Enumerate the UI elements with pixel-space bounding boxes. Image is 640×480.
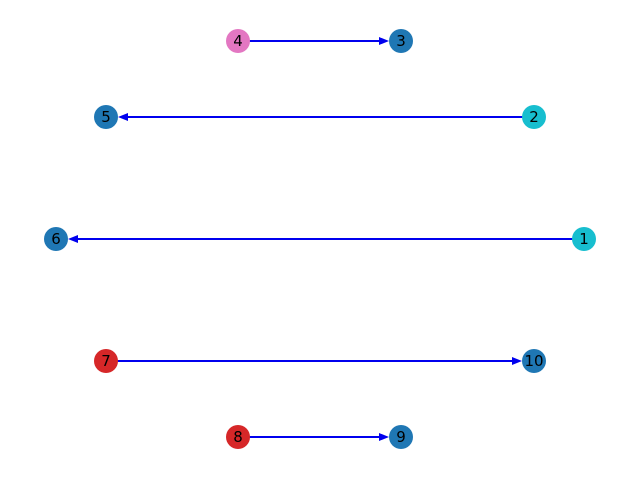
node-label: 8 [233, 428, 243, 446]
edge-8-to-9 [238, 433, 389, 441]
edge-arrowhead [68, 235, 78, 243]
node-10: 10 [522, 349, 546, 373]
node-7: 7 [94, 349, 118, 373]
edges-layer [68, 37, 584, 441]
edge-2-to-5 [118, 113, 534, 121]
node-circle [226, 29, 250, 53]
node-circle [226, 425, 250, 449]
node-5: 5 [94, 105, 118, 129]
node-label: 9 [396, 428, 406, 446]
edge-4-to-3 [238, 37, 389, 45]
node-label: 4 [233, 32, 243, 50]
node-4: 4 [226, 29, 250, 53]
node-label: 5 [101, 108, 111, 126]
edge-1-to-6 [68, 235, 584, 243]
node-2: 2 [522, 105, 546, 129]
node-circle [94, 105, 118, 129]
node-label: 1 [579, 230, 589, 248]
node-circle [44, 227, 68, 251]
node-8: 8 [226, 425, 250, 449]
node-6: 6 [44, 227, 68, 251]
node-label: 3 [396, 32, 406, 50]
node-circle [389, 425, 413, 449]
node-circle [389, 29, 413, 53]
node-circle [522, 105, 546, 129]
node-circle [572, 227, 596, 251]
node-9: 9 [389, 425, 413, 449]
edge-7-to-10 [106, 357, 522, 365]
node-circle [522, 349, 546, 373]
node-label: 7 [101, 352, 111, 370]
edge-arrowhead [512, 357, 522, 365]
node-1: 1 [572, 227, 596, 251]
node-label: 2 [529, 108, 539, 126]
node-circle [94, 349, 118, 373]
nodes-layer: 1 2 3 4 5 6 7 8 9 10 [44, 29, 596, 449]
edge-arrowhead [379, 433, 389, 441]
edge-arrowhead [379, 37, 389, 45]
edge-arrowhead [118, 113, 128, 121]
node-label: 6 [51, 230, 61, 248]
node-label: 10 [524, 352, 543, 370]
node-3: 3 [389, 29, 413, 53]
